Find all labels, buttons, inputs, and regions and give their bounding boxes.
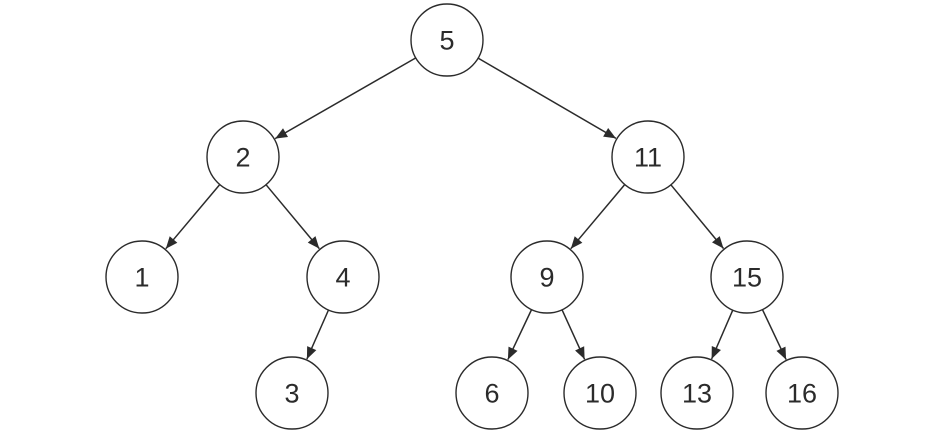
tree-node-4: 4 xyxy=(306,240,380,314)
tree-node-circle xyxy=(710,240,784,314)
tree-node-circle xyxy=(660,356,734,430)
tree-node-label: 15 xyxy=(732,262,762,292)
tree-node-circle xyxy=(306,240,380,314)
tree-edge-9-6 xyxy=(507,309,533,360)
tree-edge-15-13 xyxy=(710,309,734,360)
tree-node-label: 16 xyxy=(787,378,817,408)
tree-edge-9-10 xyxy=(561,309,586,360)
tree-node-5: 5 xyxy=(410,3,484,77)
tree-edge-5-2 xyxy=(274,57,417,140)
tree-node-3: 3 xyxy=(255,356,329,430)
tree-node-label: 6 xyxy=(484,378,499,408)
tree-node-label: 3 xyxy=(284,378,299,408)
tree-node-circle xyxy=(410,3,484,77)
tree-node-circle xyxy=(563,356,637,430)
tree-node-6: 6 xyxy=(455,356,529,430)
tree-node-circle xyxy=(255,356,329,430)
tree-node-13: 13 xyxy=(660,356,734,430)
tree-node-label: 1 xyxy=(134,262,149,292)
tree-node-label: 11 xyxy=(634,142,662,172)
tree-node-label: 13 xyxy=(682,378,712,408)
tree-edge-15-16 xyxy=(761,309,787,360)
tree-edge-4-3 xyxy=(306,309,330,360)
tree-node-15: 15 xyxy=(710,240,784,314)
tree-edge-11-9 xyxy=(570,184,626,250)
tree-edge-5-11 xyxy=(477,57,617,140)
tree-node-label: 4 xyxy=(335,262,350,292)
tree-node-label: 5 xyxy=(439,25,454,55)
tree-node-circle xyxy=(510,240,584,314)
tree-node-1: 1 xyxy=(105,240,179,314)
tree-node-11: 11 xyxy=(611,120,685,194)
tree-node-label: 10 xyxy=(585,378,615,408)
tree-node-circle xyxy=(611,120,685,194)
tree-node-circle xyxy=(105,240,179,314)
tree-edge-2-4 xyxy=(265,184,320,250)
tree-node-2: 2 xyxy=(206,120,280,194)
tree-node-10: 10 xyxy=(563,356,637,430)
tree-node-label: 9 xyxy=(539,262,554,292)
tree-node-label: 2 xyxy=(235,142,250,172)
tree-node-16: 16 xyxy=(765,356,839,430)
tree-node-9: 9 xyxy=(510,240,584,314)
tree-node-circle xyxy=(206,120,280,194)
tree-edge-11-15 xyxy=(670,184,725,249)
tree-node-circle xyxy=(455,356,529,430)
tree-node-circle xyxy=(765,356,839,430)
tree-edge-2-1 xyxy=(165,184,221,250)
